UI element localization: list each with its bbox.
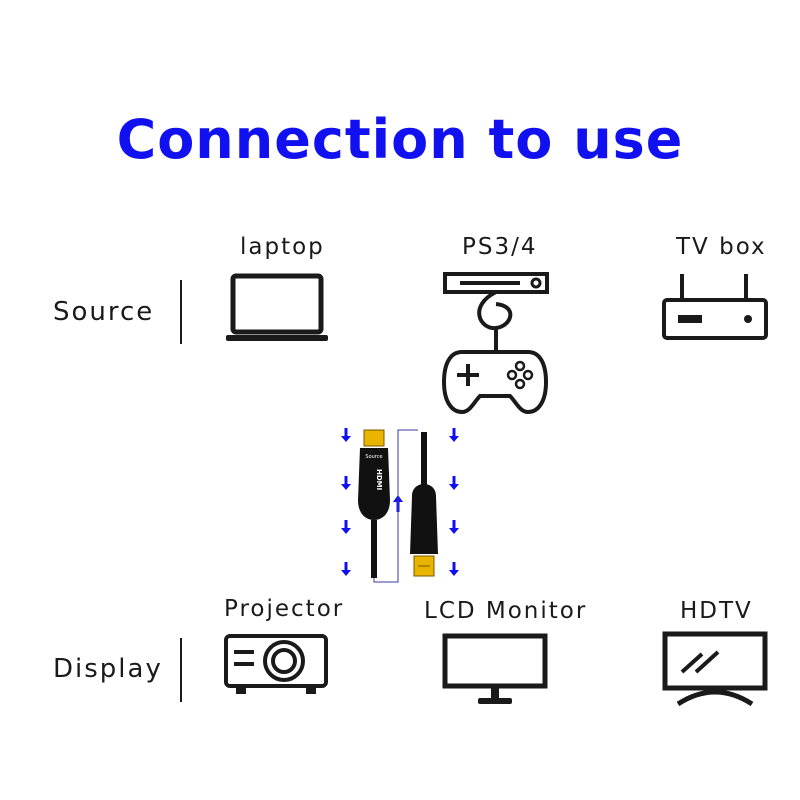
tvbox-label: TV box: [676, 234, 767, 260]
projector-label: Projector: [224, 596, 345, 622]
lcd-monitor-icon: [440, 632, 550, 706]
lcd-monitor-label: LCD Monitor: [424, 598, 588, 624]
laptop-icon: [224, 272, 330, 344]
display-divider: [180, 638, 182, 702]
game-console-icon: [440, 270, 552, 415]
projector-icon: [222, 632, 330, 696]
hdtv-label: HDTV: [680, 598, 753, 624]
source-divider: [180, 280, 182, 344]
page-title: Connection to use: [116, 108, 684, 171]
source-row-label: Source: [53, 297, 155, 327]
down-arrows-right: [449, 428, 459, 576]
laptop-label: laptop: [240, 234, 325, 260]
hdmi-cable-illustration: Source HDMI: [334, 424, 466, 588]
down-arrows-left: [341, 428, 351, 576]
game-controller-icon: [442, 346, 548, 416]
hdtv-icon: [660, 630, 770, 706]
hdmi-brand-text: HDMI: [375, 469, 383, 490]
source-connector-text: Source: [365, 454, 382, 460]
display-row-label: Display: [53, 654, 163, 684]
ps34-label: PS3/4: [462, 234, 538, 260]
tv-box-icon: [660, 272, 770, 342]
